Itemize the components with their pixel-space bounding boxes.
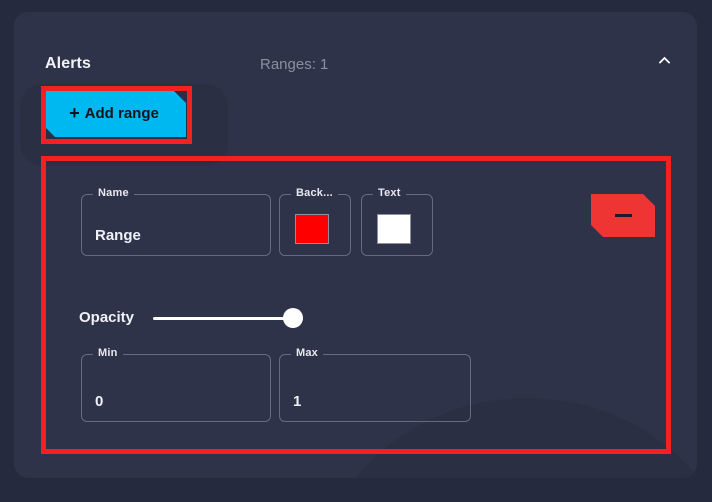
opacity-slider-thumb[interactable] — [283, 308, 303, 328]
max-field-value: 1 — [293, 393, 302, 410]
min-field-label: Min — [93, 347, 123, 359]
delete-range-button[interactable] — [591, 194, 655, 237]
add-range-button[interactable]: + Add range — [42, 90, 186, 137]
opacity-slider[interactable] — [153, 308, 313, 330]
background-color-field-label: Back... — [291, 187, 338, 199]
page-title: Alerts — [45, 55, 91, 72]
min-field[interactable]: Min 0 — [81, 347, 271, 422]
minus-icon — [615, 214, 632, 217]
opacity-label: Opacity — [79, 309, 135, 326]
add-range-button-wrapper: + Add range — [42, 90, 186, 137]
opacity-slider-track[interactable] — [153, 317, 303, 320]
plus-icon: + — [69, 102, 80, 123]
text-color-field[interactable]: Text — [361, 187, 433, 256]
background-color-swatch[interactable] — [295, 214, 329, 244]
ranges-count-label: Ranges: 1 — [260, 56, 329, 73]
max-field[interactable]: Max 1 — [279, 347, 471, 422]
text-color-swatch[interactable] — [377, 214, 411, 244]
name-field[interactable]: Name Range — [81, 187, 271, 256]
name-field-value: Range — [95, 227, 141, 244]
max-field-label: Max — [291, 347, 323, 359]
background-color-field[interactable]: Back... — [279, 187, 351, 256]
collapse-panel-button[interactable] — [649, 45, 679, 75]
chevron-up-icon — [658, 56, 670, 64]
min-field-value: 0 — [95, 393, 104, 410]
range-card: Name Range Back... Text Opacity Min — [64, 177, 676, 457]
alerts-panel-header: Alerts Ranges: 1 — [14, 12, 697, 90]
add-range-button-label: Add range — [84, 105, 159, 122]
alerts-panel: Alerts Ranges: 1 + Add range Name Range — [14, 12, 697, 478]
text-color-field-label: Text — [373, 187, 406, 199]
name-field-label: Name — [93, 187, 134, 199]
